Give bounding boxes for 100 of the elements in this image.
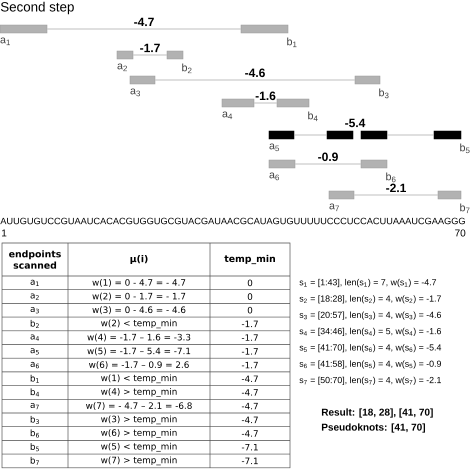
edge-label: -1.7 xyxy=(140,44,160,52)
edge-label: -4.7 xyxy=(134,18,154,26)
table-cell: b$_{4}$ xyxy=(30,388,40,396)
connector-line xyxy=(295,163,361,165)
table-cell: -4.7 xyxy=(242,376,258,382)
segment-line: s$_{2}$ = [18:28], len(s$_{2}$) = 4, w(s$_{2}$) = -1.7 xyxy=(300,295,441,304)
result-text: Result: [18, 28], [41, 70] xyxy=(322,408,433,418)
position-number: 1 xyxy=(2,230,6,236)
endpoint-label: a$_{5}$ xyxy=(269,144,280,152)
table-cell: b$_{2}$ xyxy=(30,320,39,328)
connector-line xyxy=(155,79,355,81)
table-cell: w(4) = -1.7 – 1.6 = -3.3 xyxy=(87,334,190,342)
table-cell: w(1) < temp_min xyxy=(101,374,177,384)
endpoint-label: b$_{6}$ xyxy=(386,172,396,182)
table-cell: w(6) = -1.7 – 0.9 = 2.6 xyxy=(89,361,189,370)
table-cell: w(2) < temp_min xyxy=(101,320,177,328)
helix-bar xyxy=(268,130,294,140)
table-cell: w(5) = -1.7 – 5.4 = -7.1 xyxy=(87,347,190,356)
title: Second step xyxy=(0,2,74,14)
position-number: 70 xyxy=(455,229,466,237)
segment-line: s$_{3}$ = [20:57], len(s$_{3}$) = 4, w(s$_{3}$) = -4.6 xyxy=(300,312,442,320)
helix-bar xyxy=(0,24,48,34)
table-cell: w(4) > temp_min xyxy=(101,388,177,397)
table-cell: a$_{6}$ xyxy=(30,362,39,368)
table-cell: -4.7 xyxy=(242,430,258,437)
helix-bar xyxy=(328,190,354,200)
table-cell: b$_{7}$ xyxy=(30,456,39,465)
edge-label: -1.6 xyxy=(256,92,276,100)
table-cell: w(7) > temp_min xyxy=(101,456,177,466)
endpoint-label: b$_{4}$ xyxy=(308,112,318,122)
endpoint-label: b$_{7}$ xyxy=(460,204,470,214)
helix-bar xyxy=(438,190,462,200)
column-header: temp_min xyxy=(224,254,275,264)
table-cell: w(5) < temp_min xyxy=(101,442,177,452)
helix-bar xyxy=(326,130,354,140)
table-cell: -1.7 xyxy=(242,362,258,368)
table-cell: b$_{1}$ xyxy=(30,374,39,383)
column-header: μ(i) xyxy=(130,254,148,264)
table-cell: a$_{5}$ xyxy=(30,348,39,355)
endpoint-label: b$_{3}$ xyxy=(379,88,389,98)
table-cell: -7.1 xyxy=(242,458,258,464)
connector-line xyxy=(354,194,438,196)
endpoint-label: a$_{6}$ xyxy=(269,172,280,180)
table-cell: -4.7 xyxy=(242,402,258,410)
result-text: Pseudoknots: [41, 70] xyxy=(322,423,425,433)
table-cell: b$_{5}$ xyxy=(30,443,39,452)
endpoint-label: b$_{5}$ xyxy=(460,144,470,154)
table-cell: -4.7 xyxy=(242,389,258,396)
segment-line: s$_{1}$ = [1:43], len(s$_{1}$) = 7, w(s$_{1}$) = -4.7 xyxy=(300,278,436,288)
table-cell: -1.7 xyxy=(242,348,258,355)
edge-label: -4.6 xyxy=(245,68,265,78)
endpoint-label: a$_{3}$ xyxy=(130,88,140,96)
endpoint-label: a$_{1}$ xyxy=(0,38,10,46)
table-cell: a$_{7}$ xyxy=(30,402,39,410)
table-cell: w(3) = 0 - 4.6 = - 4.6 xyxy=(92,306,186,314)
edge-label: -2.1 xyxy=(386,184,406,192)
table-cell: 0 xyxy=(248,306,252,314)
segment-line: s$_{5}$ = [41:70], len(s$_{6}$) = 4, w(s$_{6}$) = -5.4 xyxy=(300,344,442,352)
endpoint-label: a$_{4}$ xyxy=(222,112,232,120)
helix-bar xyxy=(116,50,134,60)
segment-line: s$_{4}$ = [34:46], len(s$_{4}$) = 5, w(s$_{4}$) = -1.6 xyxy=(300,328,442,336)
connector-line xyxy=(133,54,167,56)
helix-bar xyxy=(130,76,156,84)
column-header: endpoints scanned xyxy=(9,250,61,269)
helix-bar xyxy=(360,160,388,168)
helix-bar xyxy=(276,98,310,108)
sequence: AUUGUGUCCGUAAUCACACGUGGUGCGUACGAUAACGCAUAGUGUUUUUCCCUCCACUUAAAUCGAAGGG xyxy=(0,218,465,224)
table-cell: 0 xyxy=(248,293,252,300)
table-cell: w(3) > temp_min xyxy=(101,416,177,424)
helix-bar xyxy=(166,50,184,60)
segment-line: s$_{7}$ = [50:70], len(s$_{7}$) = 4, w(s$_{7}$) = -2.1 xyxy=(300,376,441,385)
edge-label: -0.9 xyxy=(318,152,338,162)
table-cell: -1.7 xyxy=(242,334,258,341)
helix-bar xyxy=(268,160,296,168)
endpoint-label: a$_{2}$ xyxy=(117,64,127,72)
table-cell: a$_{4}$ xyxy=(30,334,39,341)
segment-line: s$_{6}$ = [41:58], len(s$_{5}$) = 4, w(s$_{5}$) = -0.9 xyxy=(300,360,441,369)
table-cell: -4.7 xyxy=(242,416,258,424)
helix-bar xyxy=(240,24,288,34)
helix-bar xyxy=(360,130,388,140)
table-cell: -7.1 xyxy=(242,444,258,450)
connector-line xyxy=(254,102,277,104)
endpoint-label: a$_{7}$ xyxy=(329,204,339,212)
table-cell: b$_{6}$ xyxy=(30,429,40,438)
connector-line xyxy=(387,134,434,136)
table-cell: b$_{3}$ xyxy=(30,416,39,424)
table-cell: w(2) = 0 - 1.7 = - 1.7 xyxy=(92,292,186,301)
helix-energy-label: -5.4 xyxy=(345,118,366,128)
endpoint-label: b$_{2}$ xyxy=(182,64,192,74)
connector-line xyxy=(294,134,327,136)
table-cell: w(6) > temp_min xyxy=(101,429,177,438)
helix-bar xyxy=(354,76,380,84)
helix-bar xyxy=(222,98,254,108)
table-cell: 0 xyxy=(248,280,252,286)
table-cell: w(7) = - 4.7 – 2.1 = -6.8 xyxy=(86,402,192,410)
table-cell: a$_{3}$ xyxy=(30,307,39,314)
endpoint-label: b$_{1}$ xyxy=(287,38,297,48)
table-cell: a$_{1}$ xyxy=(30,280,39,286)
table-cell: w(1) = 0 - 4.7 = - 4.7 xyxy=(92,278,186,287)
table-cell: -1.7 xyxy=(242,320,258,328)
